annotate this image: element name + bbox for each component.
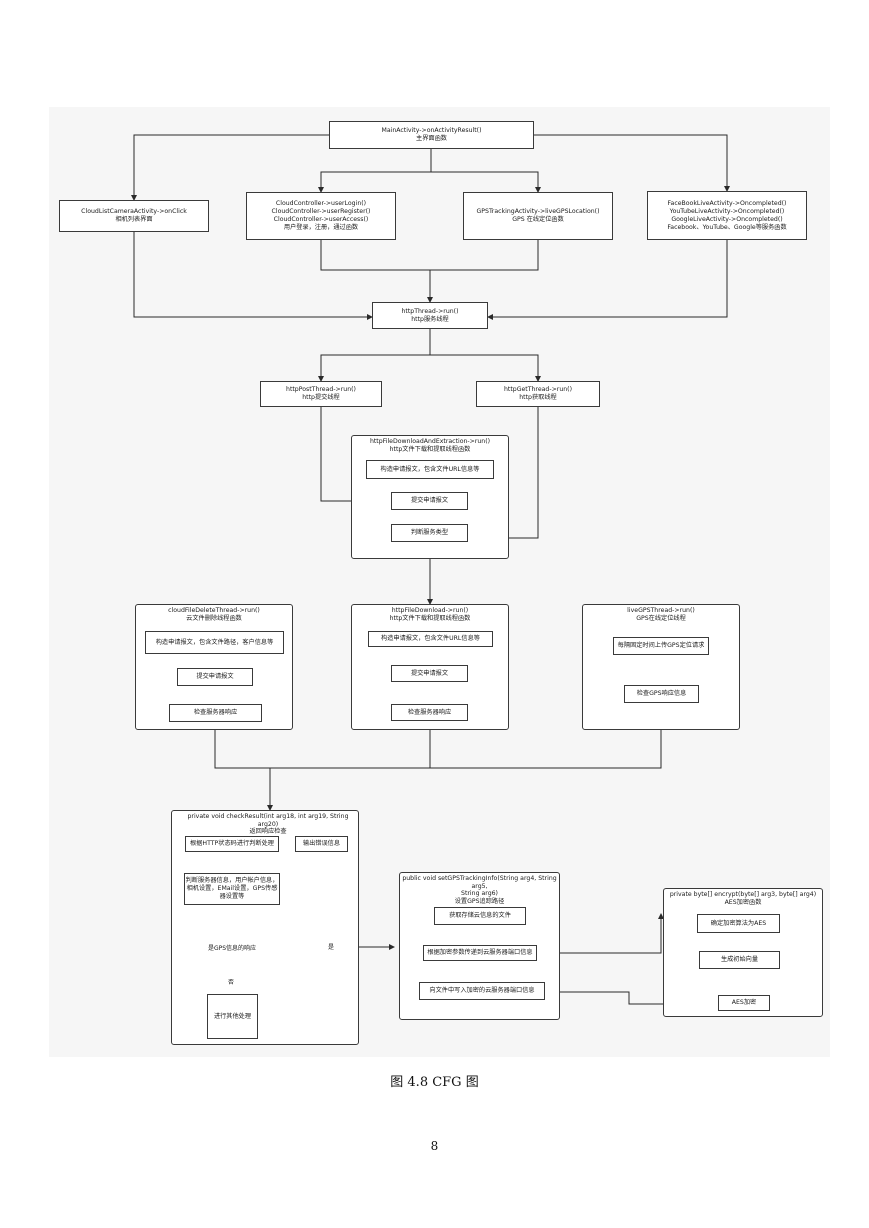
set-gps-step-2: 根据加密参数传递到云服务器端口信息 — [423, 945, 537, 961]
live-gps-step-2: 检查GPS响应信息 — [624, 685, 699, 703]
live-gps-step-1: 每隔固定时间上传GPS定位请求 — [613, 637, 709, 655]
check-result-step-2: 判断服务器信息，用户帐户信息，相机设置，EMail设置，GPS传感器设置等 — [184, 873, 280, 905]
decision-label: 是GPS信息的响应 — [207, 945, 257, 952]
live-gps-group: liveGPSThread->run() GPS在线定位线程 — [582, 604, 740, 730]
set-gps-subtitle: 设置GPS追踪路径 — [454, 897, 505, 905]
download-extraction-step-1: 构造申请报文，包含文件URL信息等 — [366, 460, 494, 479]
gps-tracking-node: GPSTrackingActivity->liveGPSLocation()GP… — [463, 192, 613, 240]
http-post-node: httpPostThread->run()http提交线程 — [260, 381, 382, 407]
download-extraction-subtitle: http文件下载和提取线程函数 — [389, 445, 471, 453]
download-extraction-step-2: 提交申请报文 — [391, 492, 468, 510]
check-result-output-node: 输出错误信息 — [295, 836, 348, 852]
cloud-controller-node: CloudController->userLogin()CloudControl… — [246, 192, 396, 240]
encrypt-title: private byte[] encrypt(byte[] arg3, byte… — [669, 891, 817, 898]
live-gps-subtitle: GPS在线定位线程 — [636, 614, 686, 622]
http-get-node: httpGetThread->run()http获取线程 — [476, 381, 600, 407]
file-download-subtitle: http文件下载和提取线程函数 — [389, 614, 471, 622]
set-gps-title: public void setGPSTrackingInfo(String ar… — [402, 875, 557, 890]
encrypt-step-3: AES加密 — [718, 995, 770, 1011]
cloud-delete-title: cloudFileDeleteThread->run() — [168, 607, 260, 614]
file-download-step-2: 提交申请报文 — [391, 665, 468, 682]
file-download-step-1: 构造申请报文，包含文件URL信息等 — [368, 631, 493, 647]
file-download-title: httpFileDownload->run() — [391, 607, 469, 614]
other-processing-node: 进行其他处理 — [207, 994, 258, 1039]
http-thread-node: httpThread->run()http服务线程 — [372, 302, 488, 329]
set-gps-step-3: 向文件中写入加密的云服务器端口信息 — [419, 982, 545, 1000]
encrypt-subtitle: AES加密函数 — [724, 898, 762, 906]
main-activity-node: MainActivity->onActivityResult()主界面函数 — [329, 121, 534, 149]
cloud-delete-subtitle: 云文件删除线程函数 — [186, 614, 242, 622]
cloud-delete-step-3: 检查服务器响应 — [169, 704, 262, 722]
check-result-title: private void checkResult(int arg18, int … — [187, 813, 349, 828]
set-gps-step-1: 获取存储云信息的文件 — [434, 907, 526, 925]
page-number: 8 — [430, 1139, 439, 1153]
download-extraction-title: httpFileDownloadAndExtraction->run() — [369, 438, 491, 445]
check-result-step-1: 根据HTTP状态码进行判断处理 — [185, 836, 279, 852]
figure-caption: 图 4.8 CFG 图 — [390, 1075, 479, 1090]
live-activity-node: FaceBookLiveActivity->Oncompleted()YouTu… — [647, 191, 807, 240]
check-result-subtitle: 返回响应检查 — [249, 828, 287, 835]
download-extraction-step-3: 判断服务类型 — [391, 524, 468, 542]
set-gps-title-cont: String arg6) — [461, 890, 498, 897]
file-download-step-3: 检查服务器响应 — [391, 704, 468, 721]
decision-no-label: 否 — [228, 979, 235, 986]
cloud-delete-step-2: 提交申请报文 — [177, 668, 253, 686]
cloud-delete-step-1: 构造申请报文，包含文件路径，客户信息等 — [145, 631, 284, 654]
decision-yes-label: 是 — [328, 944, 335, 951]
encrypt-step-1: 确定加密算法为AES — [697, 914, 780, 933]
encrypt-step-2: 生成初始向量 — [699, 951, 780, 969]
live-gps-title: liveGPSThread->run() — [627, 607, 695, 614]
cfg-diagram: MainActivity->onActivityResult()主界面函数 Cl… — [49, 107, 830, 1057]
